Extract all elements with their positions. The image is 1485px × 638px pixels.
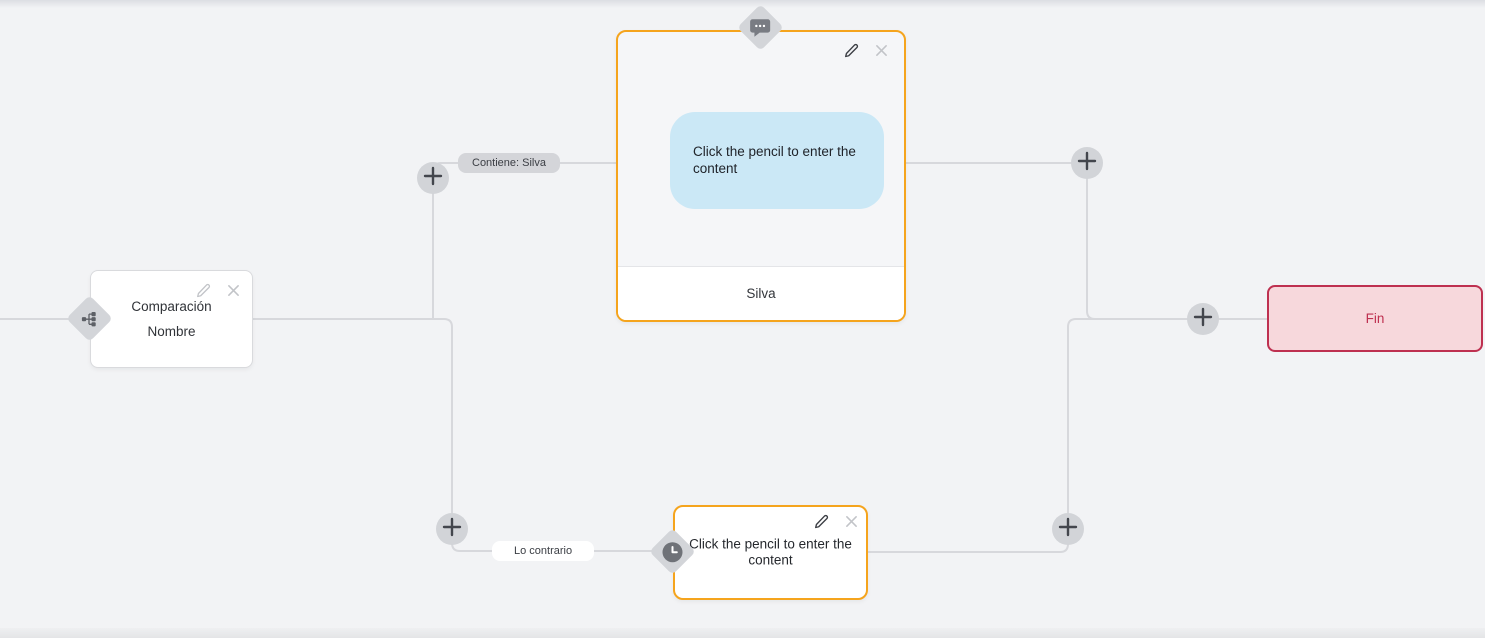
close-icon — [227, 284, 240, 300]
edit-message-button[interactable] — [844, 43, 859, 61]
edge-label-condition: Contiene: Silva — [458, 153, 560, 173]
comparison-variable: Nombre — [147, 324, 196, 339]
edge-comparison-to-message — [432, 162, 618, 319]
edge-comparison-to-wait — [253, 318, 660, 552]
message-placeholder-text: Click the pencil to enter the content — [693, 144, 856, 176]
message-group-title: Silva — [746, 286, 776, 301]
delete-wait-button[interactable] — [845, 515, 858, 531]
comparison-node[interactable]: Comparación Nombre — [90, 270, 253, 368]
end-node[interactable]: Fin — [1267, 285, 1483, 352]
wait-connector-handle[interactable] — [649, 528, 696, 575]
delete-message-button[interactable] — [875, 44, 888, 60]
sitemap-icon — [81, 311, 98, 327]
delete-comparison-button[interactable] — [227, 284, 240, 300]
add-step-button-top-right[interactable] — [1071, 147, 1103, 179]
message-footer: Silva — [618, 266, 904, 320]
edit-comparison-button[interactable] — [196, 283, 211, 301]
chat-bubble-icon — [750, 18, 771, 38]
close-icon — [875, 44, 888, 60]
comparison-connector-handle[interactable] — [66, 295, 113, 342]
plus-icon — [1052, 511, 1084, 548]
plus-icon — [1187, 301, 1219, 338]
add-step-button-before-end[interactable] — [1187, 303, 1219, 335]
wait-placeholder-text: Click the pencil to enter the content — [689, 536, 852, 568]
pencil-icon — [844, 43, 859, 61]
pencil-icon — [814, 514, 829, 532]
edge-label-else: Lo contrario — [492, 541, 595, 561]
add-step-button-bottom-left[interactable] — [436, 513, 468, 545]
comparison-title: Comparación — [131, 299, 212, 314]
wait-node[interactable]: Click the pencil to enter the content — [673, 505, 868, 600]
clock-icon — [662, 541, 684, 563]
edge-message-to-merge — [906, 162, 1110, 320]
message-bubble: Click the pencil to enter the content — [670, 112, 884, 209]
close-icon — [845, 515, 858, 531]
message-connector-handle[interactable] — [737, 4, 784, 51]
add-step-button-bottom-right[interactable] — [1052, 513, 1084, 545]
message-node[interactable]: Click the pencil to enter the content Si… — [616, 30, 906, 322]
top-shadow-strip — [0, 0, 1485, 8]
end-node-label: Fin — [1365, 311, 1385, 326]
plus-icon — [417, 160, 449, 197]
add-step-button-top-left[interactable] — [417, 162, 449, 194]
plus-icon — [1071, 145, 1103, 182]
bottom-shadow-strip — [0, 628, 1485, 638]
pencil-icon — [196, 283, 211, 301]
edge-wait-to-end — [868, 318, 1267, 553]
edit-wait-button[interactable] — [814, 514, 829, 532]
plus-icon — [436, 511, 468, 548]
